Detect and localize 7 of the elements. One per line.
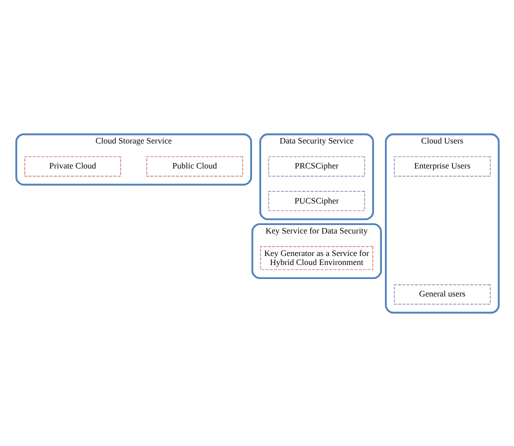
node-box: Enterprise Users <box>394 156 490 176</box>
node-box: Key Generator as a Service for Hybrid Cloud Environment <box>260 246 373 270</box>
node-box: Public Cloud <box>146 156 242 176</box>
node-box: Private Cloud <box>24 156 120 176</box>
node-box: PUCSCipher <box>268 190 364 211</box>
node-box: General users <box>394 284 490 304</box>
node-box: PRCSCipher <box>268 156 364 176</box>
